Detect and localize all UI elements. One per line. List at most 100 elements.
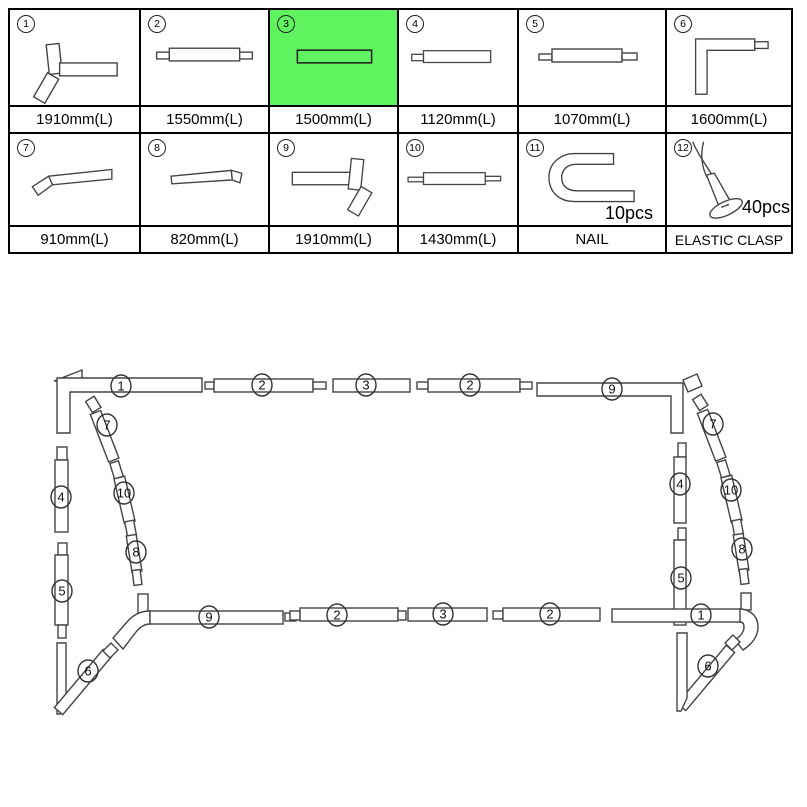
diagram-callout-4: 4 [50, 485, 72, 509]
svg-text:2: 2 [546, 607, 553, 622]
part-cell-8: 8 [140, 133, 269, 226]
part-3-drawing [296, 49, 373, 64]
part-10-length-label: 1430mm(L) [398, 226, 518, 253]
part-cell-12: 12 40pcs [666, 133, 792, 226]
part-5-number-badge: 5 [526, 15, 544, 33]
part-9-number-badge: 9 [277, 139, 295, 157]
upright-right [673, 442, 687, 626]
part-1-length-label: 1910mm(L) [9, 106, 140, 133]
part-2-number-badge: 2 [148, 15, 166, 33]
ground-corner-left [53, 593, 151, 716]
part-1-drawing [32, 42, 118, 105]
svg-text:2: 2 [466, 378, 473, 393]
tube-2-bottom-right [502, 607, 601, 622]
part-cell-4: 4 [398, 9, 518, 106]
svg-text:3: 3 [439, 607, 446, 622]
svg-text:1: 1 [117, 379, 124, 394]
svg-text:2: 2 [258, 378, 265, 393]
part-12-name-label: ELASTIC CLASP [666, 226, 792, 253]
part-7-drawing [31, 168, 113, 197]
svg-text:3: 3 [362, 378, 369, 393]
diagram-callout-5: 5 [670, 566, 692, 590]
part-9-length-label: 1910mm(L) [269, 226, 398, 253]
svg-text:10: 10 [117, 486, 131, 501]
tube-2-bottom-left [299, 607, 399, 622]
part-6-number-badge: 6 [674, 15, 692, 33]
tube-3-bottom [407, 607, 488, 622]
part-cell-1: 1 [9, 9, 140, 106]
svg-text:1: 1 [697, 608, 704, 623]
part-cell-2: 2 [140, 9, 269, 106]
diagram-callout-2: 2 [459, 373, 481, 397]
part-cell-10: 10 [398, 133, 518, 226]
part-11-drawing [548, 152, 635, 203]
svg-text:4: 4 [676, 477, 683, 492]
parts-table: 1 2 3 4 5 6 [8, 8, 793, 254]
part-8-number-badge: 8 [148, 139, 166, 157]
part-6-length-label: 1600mm(L) [666, 106, 792, 133]
part-2-drawing [155, 47, 254, 62]
part-11-name-label: NAIL [518, 226, 666, 253]
svg-text:8: 8 [132, 545, 139, 560]
part-cell-6: 6 [666, 9, 792, 106]
svg-text:9: 9 [205, 610, 212, 625]
svg-text:6: 6 [84, 664, 91, 679]
part-5-length-label: 1070mm(L) [518, 106, 666, 133]
tube-1-bottom [611, 608, 743, 623]
diagram-callout-4: 4 [669, 472, 691, 496]
part-7-number-badge: 7 [17, 139, 35, 157]
diagram-callout-8: 8 [731, 537, 753, 561]
part-cell-11: 11 10pcs [518, 133, 666, 226]
diagram-callout-3: 3 [355, 373, 377, 397]
part-5-drawing [538, 48, 638, 63]
diagram-callout-1: 1 [110, 374, 132, 398]
diagram-callout-6: 6 [697, 654, 719, 678]
svg-text:10: 10 [724, 483, 738, 498]
part-8-drawing [170, 169, 243, 185]
frame-top-bar [53, 368, 703, 434]
part-cell-3: 3 [269, 9, 398, 106]
part-3-number-badge: 3 [277, 15, 295, 33]
svg-text:4: 4 [57, 490, 64, 505]
frame-bottom-bar [149, 607, 743, 625]
diagram-callout-3: 3 [432, 602, 454, 626]
part-11-qty-label: 10pcs [604, 203, 653, 223]
diagram-callout-7: 7 [96, 413, 118, 437]
diagram-callout-2: 2 [539, 602, 561, 626]
diagram-callout-7: 7 [702, 412, 724, 436]
part-3-length-label: 1500mm(L) [269, 106, 398, 133]
part-7-length-label: 910mm(L) [9, 226, 140, 253]
part-9-drawing [291, 157, 373, 217]
net-flag-right [682, 373, 703, 393]
svg-text:9: 9 [608, 382, 615, 397]
part-cell-7: 7 [9, 133, 140, 226]
part-2-length-label: 1550mm(L) [140, 106, 269, 133]
svg-text:2: 2 [333, 608, 340, 623]
part-4-drawing [411, 50, 492, 64]
part-10-drawing [407, 172, 502, 186]
part-12-qty-label: 40pcs [741, 197, 790, 217]
corner-piece-9 [536, 382, 684, 434]
corner-piece-1 [56, 377, 203, 434]
diagram-callout-6: 6 [77, 659, 99, 683]
svg-text:8: 8 [738, 542, 745, 557]
part-cell-5: 5 [518, 9, 666, 106]
tube-5-right [673, 539, 687, 626]
diagram-callout-2: 2 [326, 603, 348, 627]
part-cell-9: 9 [269, 133, 398, 226]
part-11-number-badge: 11 [526, 139, 544, 157]
part-12-drawing [692, 141, 743, 219]
part-6-drawing [694, 38, 769, 95]
tube-3-top [332, 378, 411, 393]
upright-left [54, 446, 69, 639]
diagram-callout-10: 10 [113, 481, 135, 505]
diagram-callout-8: 8 [125, 540, 147, 564]
tube-2-top-right [427, 378, 521, 393]
ground-corner-right [676, 592, 759, 712]
diagram-callout-2: 2 [251, 373, 273, 397]
svg-text:5: 5 [58, 584, 65, 599]
tube-4-left [54, 459, 69, 533]
diagram-callout-9: 9 [601, 377, 623, 401]
